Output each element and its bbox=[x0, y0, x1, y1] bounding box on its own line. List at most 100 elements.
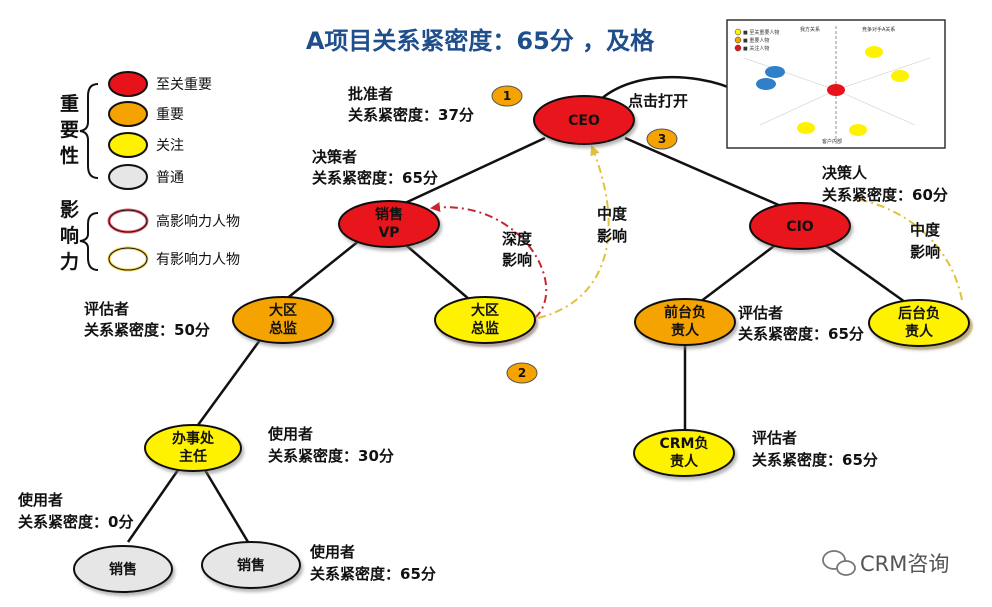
legend-item-high-influence: 高影响力人物 bbox=[107, 208, 240, 234]
svg-text:关注: 关注 bbox=[156, 138, 184, 154]
edge-vp-region1 bbox=[284, 239, 361, 301]
svg-text:客户内部: 客户内部 bbox=[822, 138, 842, 145]
badge-1: 1 bbox=[491, 85, 523, 107]
svg-text:影响: 影响 bbox=[502, 251, 532, 269]
influence-legend-heading: 影 响 力 bbox=[60, 199, 79, 273]
medium-influence-label-2: 中度 影响 bbox=[910, 221, 941, 261]
node-sales-vp[interactable]: 销售 VP bbox=[338, 200, 440, 248]
node-label: 销售 bbox=[109, 561, 137, 578]
edge-cio-back bbox=[817, 238, 906, 304]
node-label: 销售 bbox=[237, 557, 265, 574]
svg-text:使用者: 使用者 bbox=[17, 491, 63, 509]
svg-text:2: 2 bbox=[518, 366, 526, 380]
watermark: CRM咨询 bbox=[822, 550, 949, 576]
svg-text:影响: 影响 bbox=[597, 227, 627, 245]
node-office-head[interactable]: 办事处 主任 bbox=[144, 424, 242, 472]
edge-office-sales1 bbox=[126, 469, 180, 543]
svg-text:普通: 普通 bbox=[156, 170, 184, 186]
svg-text:3: 3 bbox=[658, 132, 666, 146]
medium-influence-label-1: 中度 影响 bbox=[597, 205, 628, 245]
legend: 重 要 性 至关重要 重要 关注 普通 影 响 力 高 bbox=[60, 71, 240, 273]
node-label: CRM负 bbox=[660, 435, 709, 452]
node-label: VP bbox=[378, 225, 399, 241]
node-label: 销售 bbox=[375, 206, 403, 223]
legend-item-influential: 有影响力人物 bbox=[107, 246, 240, 272]
node-front-desk-head[interactable]: 前台负 责人 bbox=[634, 298, 736, 346]
svg-text:评估者: 评估者 bbox=[752, 429, 797, 447]
node-back-office-head[interactable]: 后台负 责人 bbox=[868, 299, 973, 350]
svg-text:影响: 影响 bbox=[910, 243, 940, 261]
role-label-region-director-1: 评估者 关系紧密度：50分 bbox=[84, 300, 210, 339]
svg-text:中度: 中度 bbox=[910, 221, 941, 239]
role-label-office-head: 使用者 关系紧密度：30分 bbox=[267, 425, 394, 465]
svg-text:■ 重要人物: ■ 重要人物 bbox=[743, 37, 769, 44]
role-label-crm-head: 评估者 关系紧密度：65分 bbox=[752, 429, 878, 469]
svg-text:CRM咨询: CRM咨询 bbox=[860, 552, 949, 576]
svg-text:高影响力人物: 高影响力人物 bbox=[156, 213, 240, 230]
svg-text:重要: 重要 bbox=[156, 107, 184, 123]
svg-text:深度: 深度 bbox=[502, 230, 533, 248]
click-open-label[interactable]: 点击打开 bbox=[628, 92, 688, 110]
influence-brace bbox=[79, 212, 99, 271]
node-label: 总监 bbox=[269, 320, 297, 337]
node-label: CEO bbox=[568, 113, 600, 129]
svg-text:影: 影 bbox=[60, 199, 79, 221]
svg-text:关系紧密度：0分: 关系紧密度：0分 bbox=[18, 513, 133, 531]
node-label: CIO bbox=[786, 219, 813, 235]
svg-text:关系紧密度：65分: 关系紧密度：65分 bbox=[312, 169, 438, 187]
svg-text:关系紧密度：65分: 关系紧密度：65分 bbox=[310, 565, 436, 583]
edge-vp-region2 bbox=[399, 239, 471, 301]
svg-text:力: 力 bbox=[60, 250, 79, 273]
node-sales-1[interactable]: 销售 bbox=[73, 545, 173, 593]
role-label-ceo: 批准者 关系紧密度：37分 bbox=[348, 85, 474, 124]
node-ceo[interactable]: CEO bbox=[533, 95, 635, 145]
badge-3: 3 bbox=[646, 128, 678, 150]
edge-cio-front bbox=[699, 239, 783, 303]
svg-text:我方关系: 我方关系 bbox=[800, 26, 820, 33]
importance-brace bbox=[79, 83, 99, 179]
svg-text:有影响力人物: 有影响力人物 bbox=[156, 252, 240, 268]
svg-text:批准者: 批准者 bbox=[348, 85, 393, 103]
svg-text:响: 响 bbox=[60, 224, 79, 247]
svg-text:决策者: 决策者 bbox=[312, 148, 357, 166]
thumbnail-preview[interactable]: ■ 至关重要人物 ■ 重要人物 ■ 关注人物 我方关系 竞争对手A关系 客户内部 bbox=[726, 19, 946, 149]
badge-2: 2 bbox=[506, 362, 538, 384]
legend-item-normal: 普通 bbox=[108, 164, 184, 190]
node-label: 大区 bbox=[269, 302, 297, 319]
svg-text:关系紧密度：60分: 关系紧密度：60分 bbox=[822, 186, 948, 204]
node-label: 责人 bbox=[905, 323, 934, 340]
node-label: 后台负 bbox=[898, 305, 940, 322]
node-sales-2[interactable]: 销售 bbox=[201, 541, 301, 589]
svg-text:中度: 中度 bbox=[597, 205, 628, 223]
edge-office-sales2 bbox=[203, 469, 250, 543]
svg-text:决策人: 决策人 bbox=[822, 164, 868, 182]
medium-influence-arrow-ceo bbox=[537, 145, 610, 319]
legend-item-attention: 关注 bbox=[108, 132, 184, 158]
tree-lines bbox=[126, 136, 906, 543]
page-title: A项目关系紧密度：65分 ，及格 bbox=[306, 27, 655, 55]
role-label-sales-vp: 决策者 关系紧密度：65分 bbox=[312, 148, 438, 187]
node-cio[interactable]: CIO bbox=[749, 202, 851, 250]
role-label-sales-1: 使用者 关系紧密度：0分 bbox=[17, 491, 133, 531]
node-label: 责人 bbox=[671, 322, 700, 339]
legend-item-critical: 至关重要 bbox=[108, 71, 212, 97]
svg-text:■ 关注人物: ■ 关注人物 bbox=[743, 45, 769, 52]
svg-text:■ 至关重要人物: ■ 至关重要人物 bbox=[743, 29, 779, 36]
edge-ceo-salesvp bbox=[389, 136, 546, 212]
svg-text:关系紧密度：65分: 关系紧密度：65分 bbox=[752, 451, 878, 469]
node-label: 总监 bbox=[471, 320, 499, 337]
node-region-director-2[interactable]: 大区 总监 bbox=[434, 296, 538, 347]
role-label-front-desk: 评估者 关系紧密度：65分 bbox=[738, 304, 864, 343]
svg-text:至关重要: 至关重要 bbox=[156, 77, 212, 93]
node-region-director-1[interactable]: 大区 总监 bbox=[232, 296, 334, 344]
svg-text:关系紧密度：50分: 关系紧密度：50分 bbox=[84, 321, 210, 339]
node-label: 办事处 bbox=[172, 430, 215, 447]
node-label: 大区 bbox=[471, 302, 499, 319]
wechat-icon bbox=[822, 550, 856, 576]
node-label: 前台负 bbox=[664, 304, 706, 321]
svg-text:关系紧密度：65分: 关系紧密度：65分 bbox=[738, 325, 864, 343]
svg-text:要: 要 bbox=[60, 119, 79, 141]
node-crm-head[interactable]: CRM负 责人 bbox=[633, 429, 735, 477]
svg-text:使用者: 使用者 bbox=[309, 543, 355, 561]
